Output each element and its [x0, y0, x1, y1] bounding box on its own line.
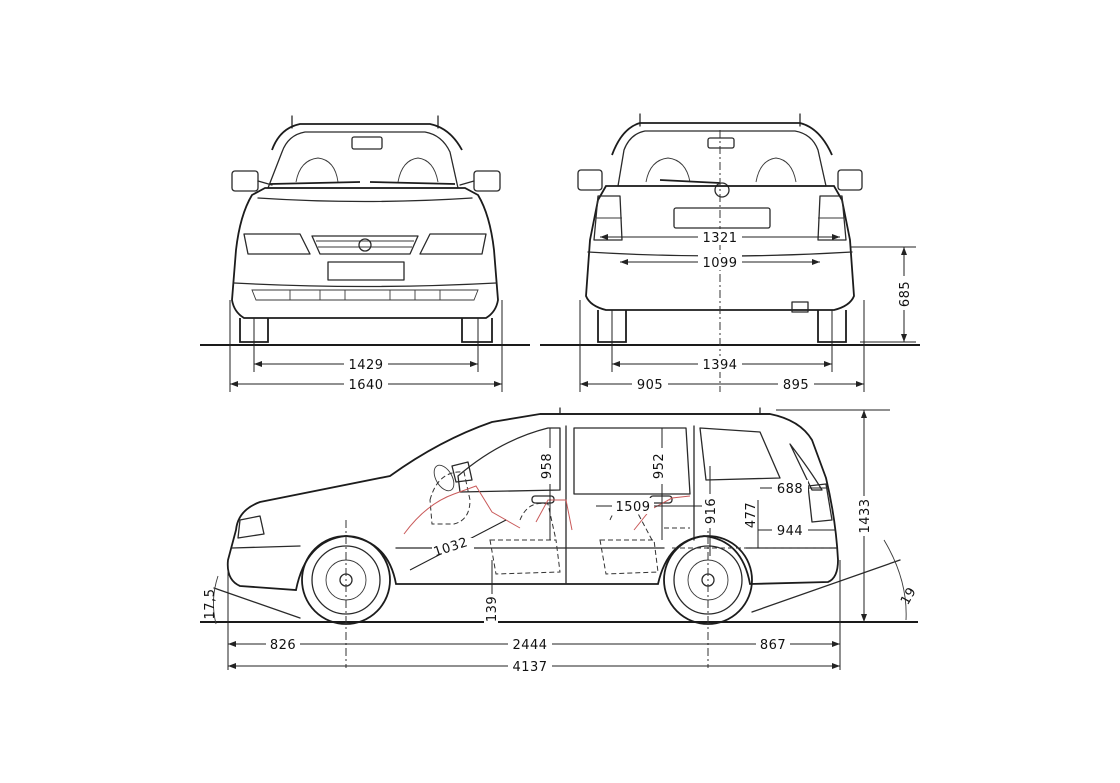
- dim-overall-length: 4137: [512, 660, 547, 675]
- dim-rear-headroom: 952: [652, 453, 667, 479]
- dim-rear-left-half: 905: [637, 378, 663, 393]
- dim-approach-angle: 17,5: [203, 589, 218, 620]
- dimension-lines: [228, 234, 907, 669]
- side-view: [200, 407, 918, 670]
- dim-rear-right-half: 895: [783, 378, 809, 393]
- dim-ground-clearance: 139: [485, 596, 500, 622]
- dim-rear-load-height: 685: [898, 281, 913, 307]
- dim-cargo-sill: 477: [744, 502, 759, 528]
- dim-departure-angle: 19: [898, 585, 920, 608]
- dim-cargo-height: 688: [777, 482, 803, 497]
- dim-rear-upper-width: 1321: [702, 231, 737, 246]
- dim-wheelbase: 2444: [512, 638, 547, 653]
- dim-front-overhang: 826: [270, 638, 296, 653]
- dim-rear-track: 1394: [702, 358, 737, 373]
- dim-overall-height: 1433: [858, 498, 873, 533]
- front-view: [200, 115, 530, 392]
- dim-rear-lower-width: 1099: [702, 256, 737, 271]
- dim-rear-overhang: 867: [760, 638, 786, 653]
- dim-rear-seat-height: 916: [704, 498, 719, 524]
- dimension-labels: 1429 1640 1321 1099 1394 905 895 685 958…: [203, 229, 920, 675]
- dim-cargo-width: 944: [777, 524, 803, 539]
- dim-interior-length: 1509: [615, 500, 650, 515]
- dim-front-width: 1640: [348, 378, 383, 393]
- dim-front-track: 1429: [348, 358, 383, 373]
- rear-view: [540, 113, 920, 392]
- dim-front-headroom: 958: [540, 453, 555, 479]
